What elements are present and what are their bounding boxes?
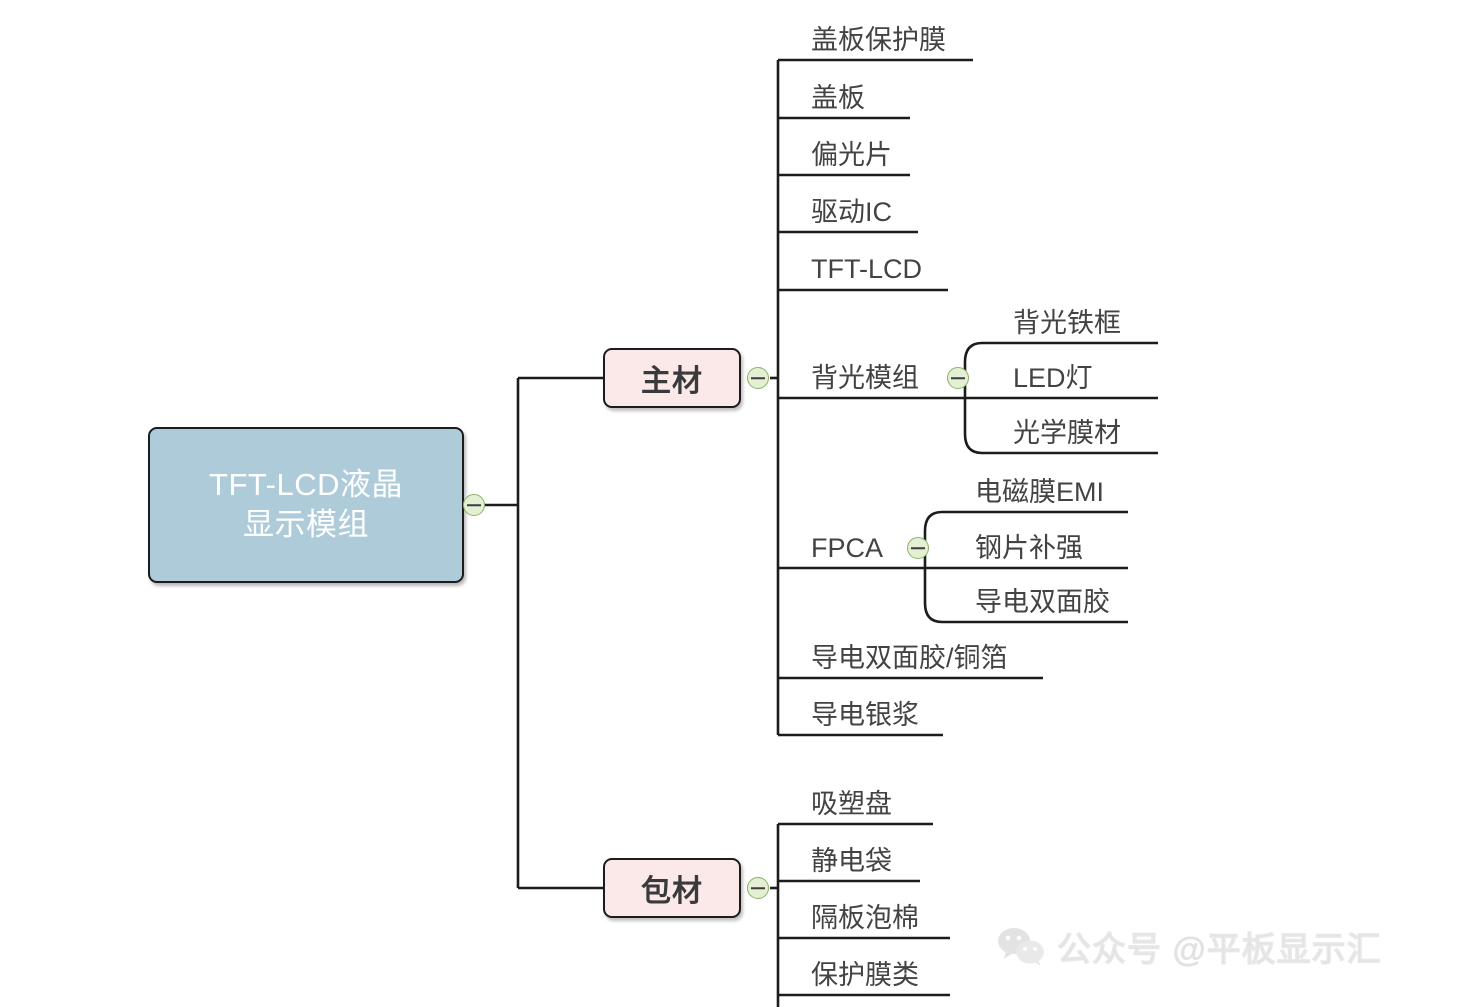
branch-label-baocai: 包材: [641, 875, 703, 908]
leaf-qudongic[interactable]: 驱动IC: [811, 197, 892, 227]
leaf-guangxuemocai[interactable]: 光学膜材: [1013, 418, 1121, 448]
branch-label-zhucai: 主材: [641, 365, 703, 398]
leaf-fpca[interactable]: FPCA: [811, 533, 884, 563]
leaf-gebanpaomian[interactable]: 隔板泡棉: [811, 903, 919, 933]
wire-bracket-fpca: [923, 510, 960, 624]
leaf-pianguangpian[interactable]: 偏光片: [811, 140, 892, 170]
leaf-baohumolei[interactable]: 保护膜类: [811, 960, 919, 990]
sub-collapse-toggle-beiguangmozu[interactable]: [947, 367, 969, 389]
leaf-gaibanbaohumo[interactable]: 盖板保护膜: [811, 25, 946, 55]
leaf-tftlcd[interactable]: TFT-LCD: [811, 254, 922, 284]
branch-collapse-toggle-baocai[interactable]: [747, 877, 769, 899]
sub-collapse-toggle-fpca[interactable]: [907, 537, 929, 559]
root-collapse-toggle[interactable]: [463, 494, 485, 516]
leaf-daodianyinjiang[interactable]: 导电银浆: [811, 700, 919, 730]
wechat-icon: [998, 927, 1044, 966]
root-label-line2: 显示模组: [243, 507, 369, 542]
branch-collapse-toggle-zhucai[interactable]: [747, 367, 769, 389]
branch-node-baocai[interactable]: 包材: [603, 858, 741, 918]
leaf-ledlamp[interactable]: LED灯: [1013, 363, 1093, 393]
leaf-gangpianbuqiang[interactable]: 钢片补强: [975, 533, 1083, 563]
leaf-xisupan[interactable]: 吸塑盘: [811, 789, 892, 819]
root-label-line1: TFT-LCD液晶: [209, 467, 403, 503]
leaf-dianciemi[interactable]: 电磁膜EMI: [975, 477, 1105, 507]
leaf-beiguangmozu[interactable]: 背光模组: [811, 363, 919, 393]
watermark-text: 公众号 @平板显示汇: [1057, 931, 1382, 970]
leaf-daodianshuangmianjiao-tongbo[interactable]: 导电双面胶/铜箔: [811, 643, 1008, 673]
leaf-beiguangtiekuang[interactable]: 背光铁框: [1013, 308, 1121, 338]
leaf-daodianshuangmianjiao[interactable]: 导电双面胶: [975, 587, 1110, 617]
branch-node-zhucai[interactable]: 主材: [603, 348, 741, 408]
leaf-gaiban[interactable]: 盖板: [811, 83, 865, 113]
wire-bracket-beiguangmozu: [963, 341, 1000, 455]
watermark: 公众号 @平板显示汇: [997, 922, 1382, 971]
root-node[interactable]: TFT-LCD液晶 显示模组: [148, 427, 464, 583]
leaf-jingdiandai[interactable]: 静电袋: [811, 846, 892, 876]
